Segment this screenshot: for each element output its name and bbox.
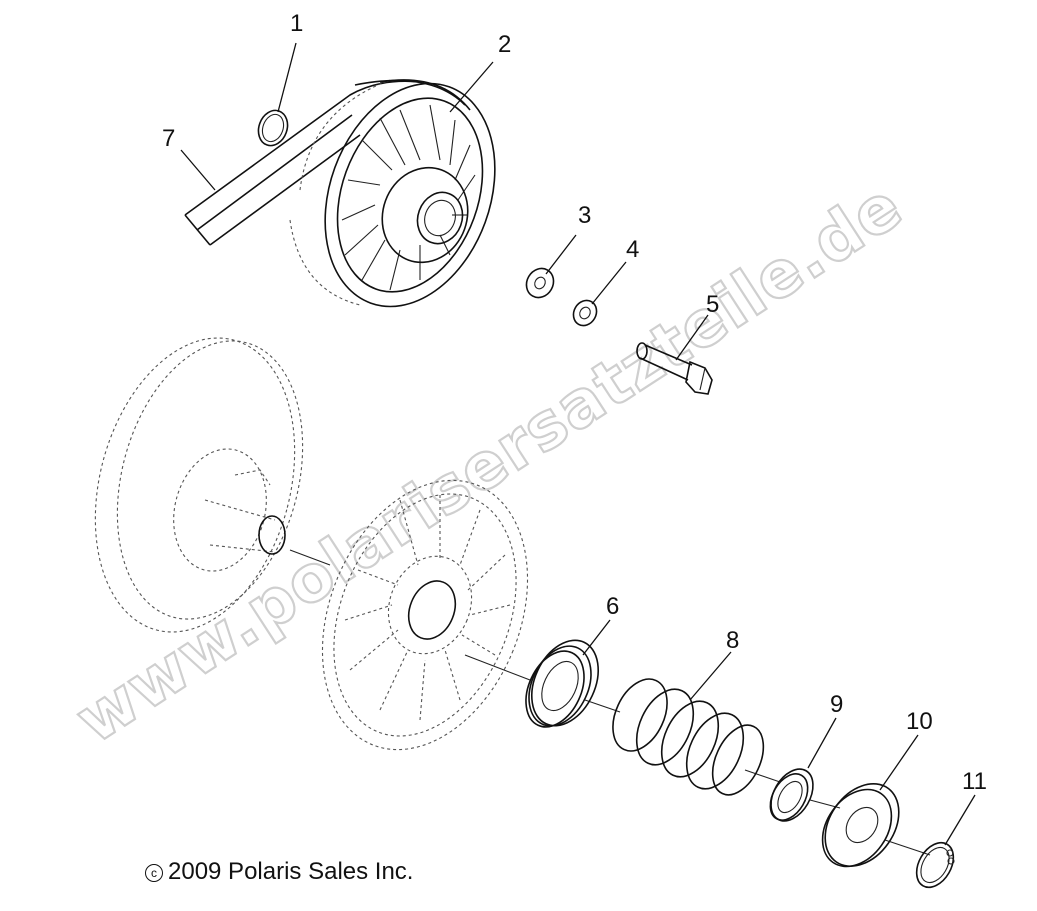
part-3-washer xyxy=(525,267,555,299)
part-5-bolt xyxy=(636,342,713,395)
part-8-spring xyxy=(612,678,765,796)
callout-5: 5 xyxy=(706,291,719,318)
part-9-ring xyxy=(769,768,814,822)
copyright-notice: c 2009 Polaris Sales Inc. xyxy=(145,858,413,886)
callout-6: 6 xyxy=(606,593,619,620)
callouts: 1 2 3 4 5 6 7 8 9 10 11 xyxy=(162,10,987,795)
part-10-washer xyxy=(821,783,900,868)
fixed-sheave xyxy=(94,337,304,633)
callout-7: 7 xyxy=(162,125,175,152)
part-1-ring xyxy=(257,109,289,147)
watermark: www.polarisersatzteile.de xyxy=(63,169,915,758)
callout-8: 8 xyxy=(726,627,739,654)
part-11-snap-ring xyxy=(915,841,955,889)
part-2-upper-sheave xyxy=(289,79,496,308)
callout-4: 4 xyxy=(626,236,639,263)
callout-10: 10 xyxy=(906,708,933,735)
copyright-symbol: c xyxy=(145,864,163,882)
callout-3: 3 xyxy=(578,202,591,229)
leader-lines xyxy=(180,42,976,846)
callout-9: 9 xyxy=(830,691,843,718)
copyright-text: 2009 Polaris Sales Inc. xyxy=(168,858,414,885)
part-6-seal xyxy=(525,639,599,728)
part-4-washer xyxy=(572,299,598,327)
callout-2: 2 xyxy=(498,31,511,58)
movable-sheave xyxy=(321,479,529,751)
callout-1: 1 xyxy=(290,10,303,37)
callout-11: 11 xyxy=(962,768,987,795)
